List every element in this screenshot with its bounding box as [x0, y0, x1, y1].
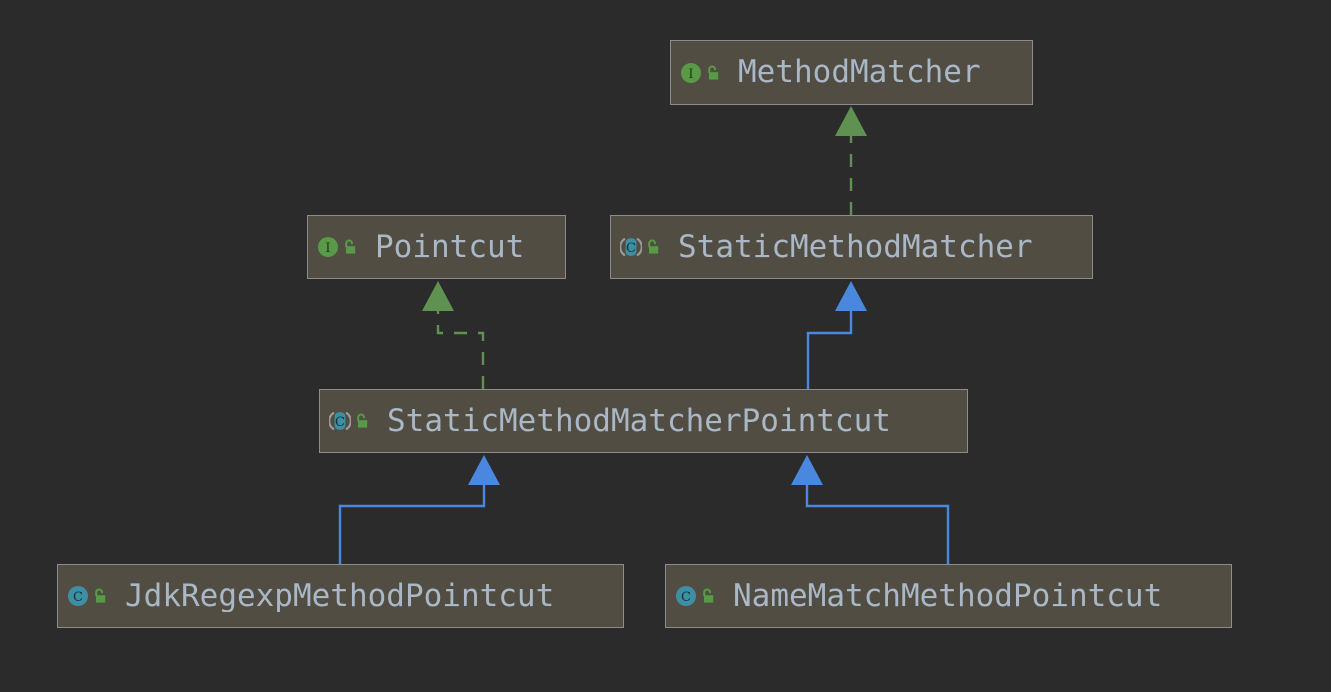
- svg-text:C: C: [335, 415, 345, 430]
- abstract-class-icon: C: [329, 412, 351, 430]
- class-icon: C: [68, 586, 88, 606]
- edge-edge-smmp-implements-pointcut: [422, 281, 485, 389]
- edge-edge-namematch-extends-smmp: [791, 455, 950, 564]
- uml-node-method-matcher[interactable]: I MethodMatcher: [670, 40, 1033, 105]
- edge-line: [338, 471, 486, 564]
- node-icon-group: C: [67, 585, 109, 607]
- edge-arrowhead: [835, 281, 867, 311]
- uml-node-label: JdkRegexpMethodPointcut: [125, 580, 555, 612]
- interface-icon: I: [318, 237, 338, 257]
- uml-node-label: MethodMatcher: [738, 57, 981, 88]
- edge-edge-smmp-extends-smm: [806, 281, 867, 389]
- class-icon: C: [676, 586, 696, 606]
- node-icon-group: C: [620, 236, 662, 258]
- unlocked-padlock-icon: [345, 239, 356, 254]
- svg-text:I: I: [688, 67, 693, 82]
- node-icon-group: C: [675, 585, 717, 607]
- svg-text:C: C: [626, 241, 636, 256]
- edge-line: [806, 297, 853, 389]
- uml-node-label: Pointcut: [375, 231, 525, 263]
- edge-arrowhead: [835, 106, 867, 136]
- uml-node-static-method-matcher[interactable]: C StaticMethodMatcher: [610, 215, 1093, 279]
- unlocked-padlock-icon: [708, 65, 719, 80]
- unlocked-padlock-icon: [95, 588, 106, 603]
- edge-line: [805, 471, 950, 564]
- edge-edge-jdk-extends-smmp: [338, 455, 500, 564]
- edge-arrowhead: [791, 455, 823, 485]
- unlocked-padlock-icon: [648, 239, 659, 254]
- svg-text:C: C: [681, 590, 691, 605]
- uml-node-label: NameMatchMethodPointcut: [733, 580, 1163, 612]
- node-icon-group: I: [317, 236, 359, 258]
- edge-arrowhead: [422, 281, 454, 311]
- uml-node-static-method-matcher-pointcut[interactable]: C StaticMethodMatcherPointcut: [319, 389, 968, 453]
- uml-node-label: StaticMethodMatcher: [678, 231, 1033, 263]
- uml-node-jdk-regexp-method-pointcut[interactable]: C JdkRegexpMethodPointcut: [57, 564, 624, 628]
- edge-edge-smm-implements-mm: [835, 106, 867, 215]
- unlocked-padlock-icon: [703, 588, 714, 603]
- svg-text:C: C: [73, 590, 83, 605]
- uml-node-name-match-method-pointcut[interactable]: C NameMatchMethodPointcut: [665, 564, 1232, 628]
- svg-text:I: I: [325, 241, 330, 256]
- node-icon-group: C: [329, 410, 371, 432]
- edge-line: [436, 297, 485, 389]
- abstract-class-icon: C: [620, 238, 642, 256]
- node-icon-group: I: [680, 62, 722, 84]
- unlocked-padlock-icon: [357, 413, 368, 428]
- uml-node-pointcut[interactable]: I Pointcut: [307, 215, 566, 279]
- interface-icon: I: [681, 62, 701, 83]
- edge-arrowhead: [468, 455, 500, 485]
- uml-node-label: StaticMethodMatcherPointcut: [387, 405, 891, 437]
